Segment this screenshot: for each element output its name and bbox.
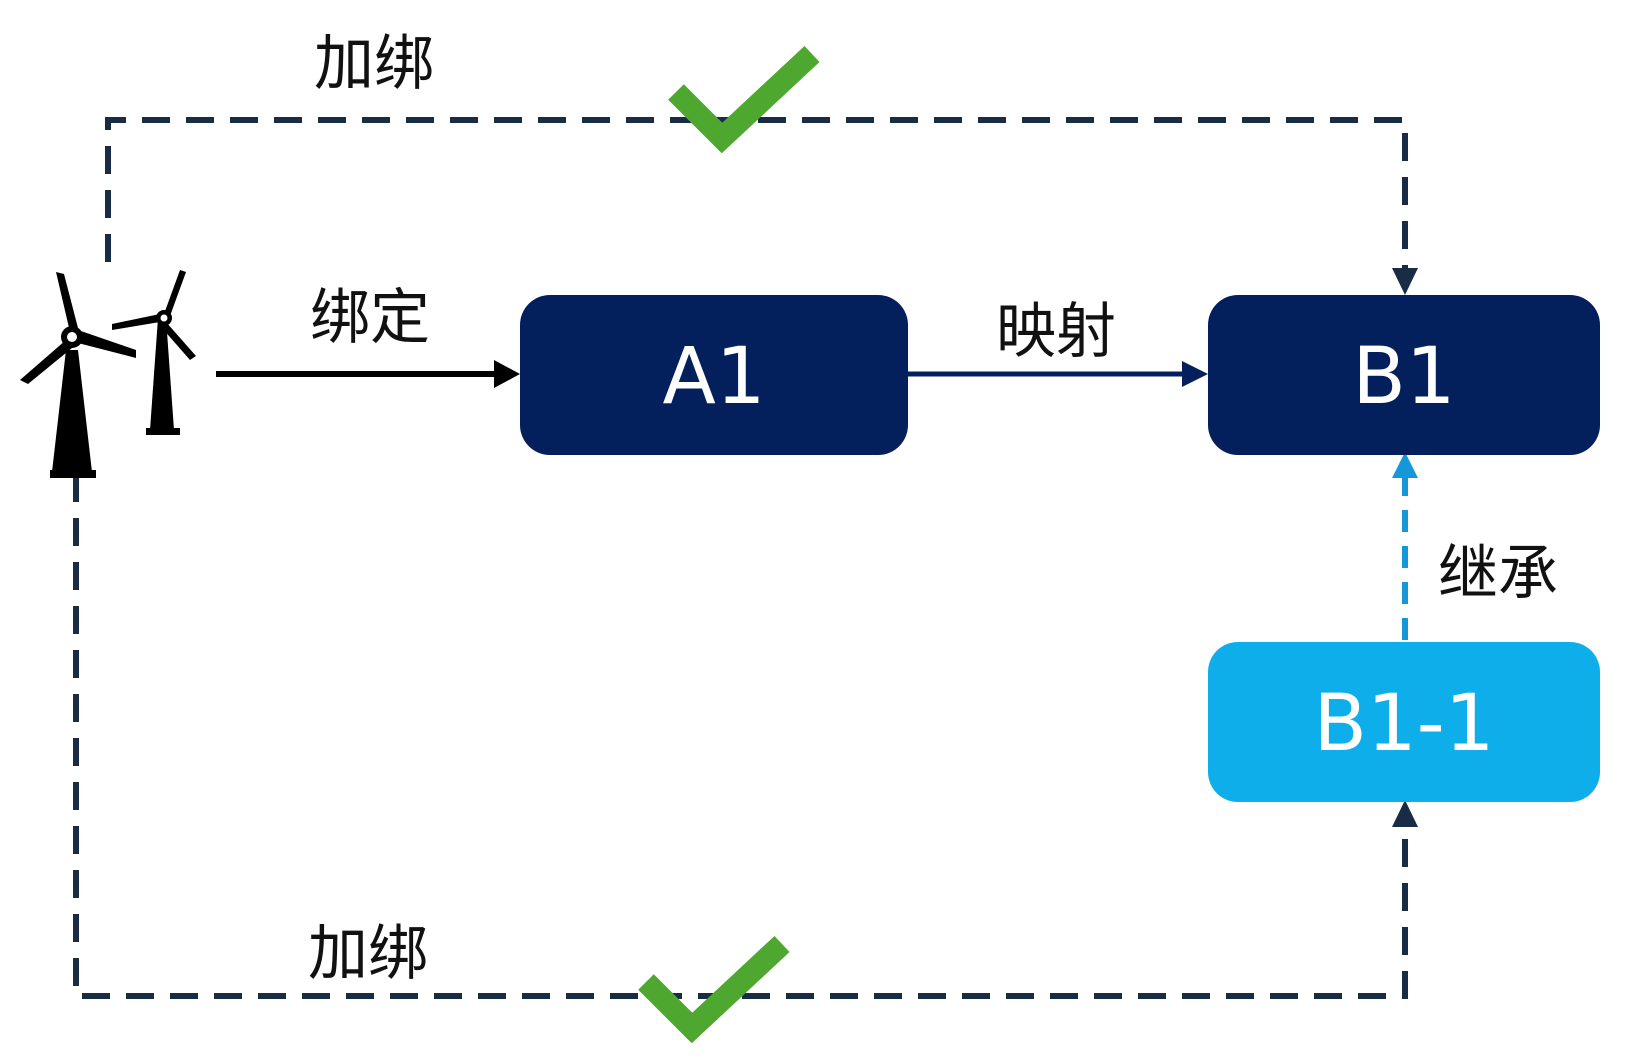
add-bind-top-arrowhead <box>1392 268 1418 295</box>
node-b1-label: B1 <box>1352 332 1455 422</box>
node-b1[interactable]: B1 <box>1208 295 1600 455</box>
node-a1[interactable]: A1 <box>520 295 908 455</box>
add-bind-bottom-connector <box>73 430 1408 999</box>
map-arrowhead <box>1182 361 1208 387</box>
map-label: 映射 <box>996 297 1116 367</box>
add-bind-bottom-label: 加绑 <box>308 919 428 989</box>
wind-turbine-icon <box>20 270 196 478</box>
add-bind-bottom-arrowhead <box>1392 800 1418 827</box>
inherit-arrowhead <box>1392 452 1418 478</box>
node-a1-label: A1 <box>663 332 766 422</box>
add-bind-top-label: 加绑 <box>314 29 434 99</box>
checkmark-icon <box>638 935 790 1044</box>
bind-label: 绑定 <box>310 283 430 353</box>
node-b1-1-label: B1-1 <box>1314 679 1495 769</box>
node-b1-1[interactable]: B1-1 <box>1208 642 1600 802</box>
bind-arrowhead <box>494 360 520 388</box>
add-bind-top-connector <box>105 117 1408 268</box>
inherit-label: 继承 <box>1438 539 1558 609</box>
checkmark-icon <box>668 45 820 154</box>
